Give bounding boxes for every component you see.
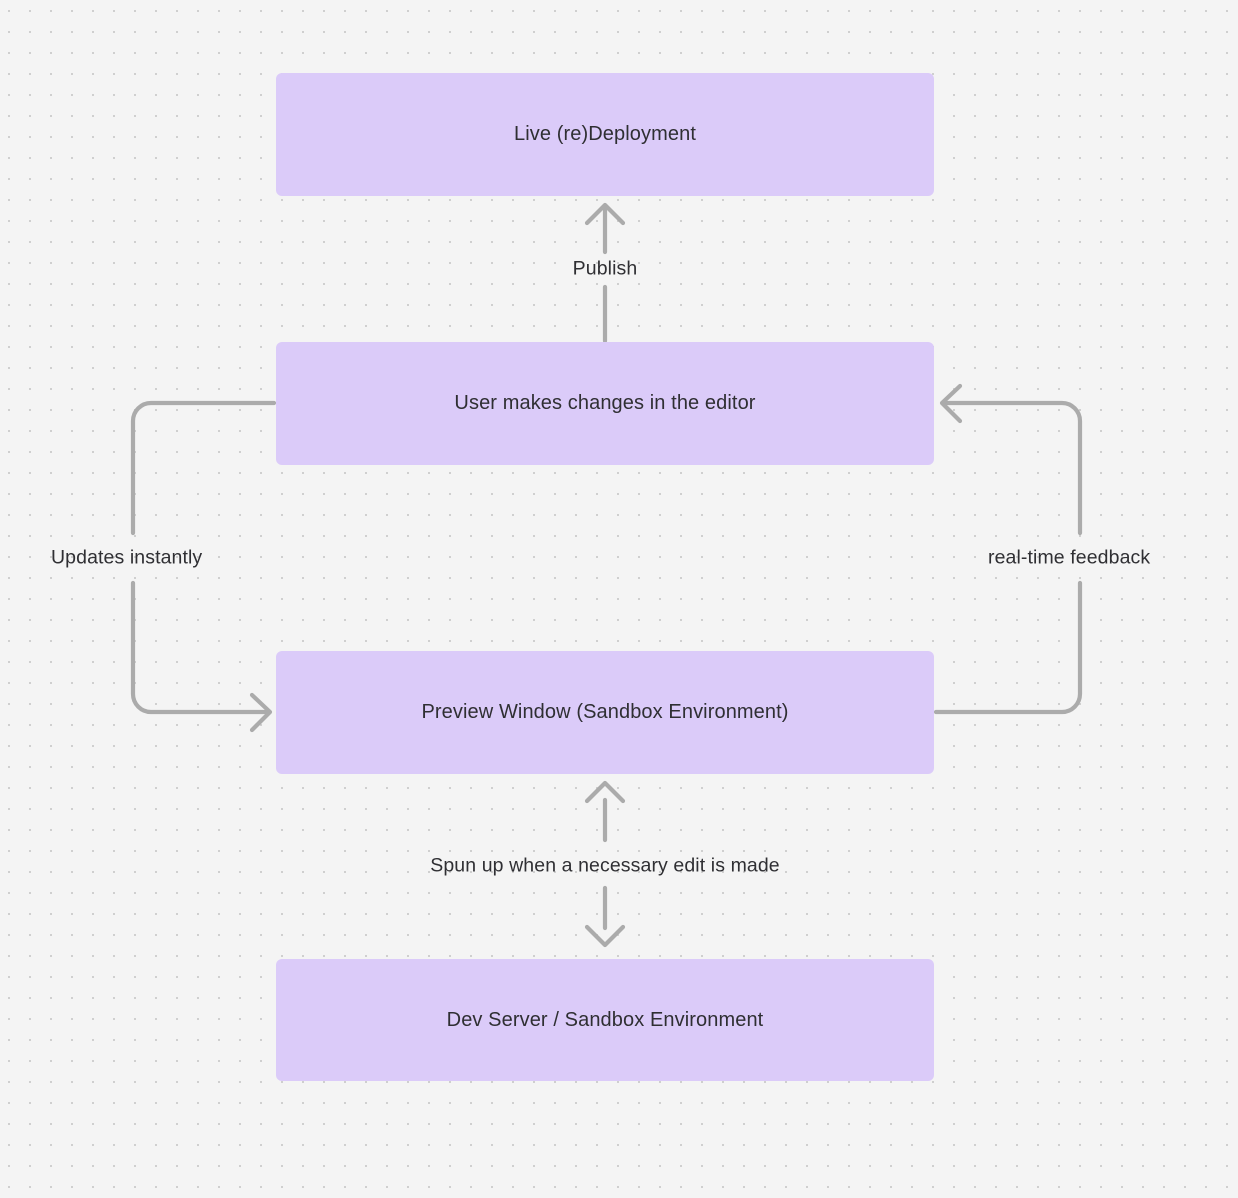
edge-label-updates-instantly: Updates instantly [51, 546, 203, 569]
node-user-edits[interactable]: User makes changes in the editor [276, 342, 934, 465]
edge-label-real-time-feedback: real-time feedback [988, 546, 1151, 569]
node-label: Dev Server / Sandbox Environment [446, 1008, 764, 1031]
node-dev-server[interactable]: Dev Server / Sandbox Environment [276, 959, 934, 1081]
edge-label-publish: Publish [572, 257, 638, 280]
node-label: User makes changes in the editor [454, 392, 756, 414]
edge-label-spun-up: Spun up when a necessary edit is made [430, 854, 780, 877]
node-live-deployment[interactable]: Live (re)Deployment [276, 73, 934, 196]
node-preview-window[interactable]: Preview Window (Sandbox Environment) [276, 651, 934, 774]
node-label: Preview Window (Sandbox Environment) [421, 701, 789, 723]
node-label: Live (re)Deployment [514, 123, 696, 145]
